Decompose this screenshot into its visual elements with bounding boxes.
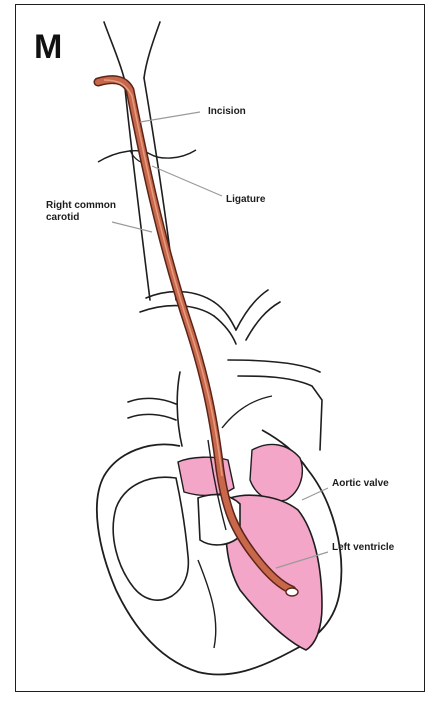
label-ligature: Ligature xyxy=(226,194,265,206)
label-left-ventricle: Left ventricle xyxy=(332,542,394,554)
catheter-tip xyxy=(286,588,298,596)
label-carotid-line1: Right common xyxy=(46,200,116,212)
aortic-arch xyxy=(128,290,322,450)
label-carotid-line2: carotid xyxy=(46,212,79,224)
label-aortic-valve: Aortic valve xyxy=(332,478,389,490)
left-atrium-chamber xyxy=(250,444,302,501)
right-chamber xyxy=(113,477,188,600)
label-incision: Incision xyxy=(208,106,246,118)
